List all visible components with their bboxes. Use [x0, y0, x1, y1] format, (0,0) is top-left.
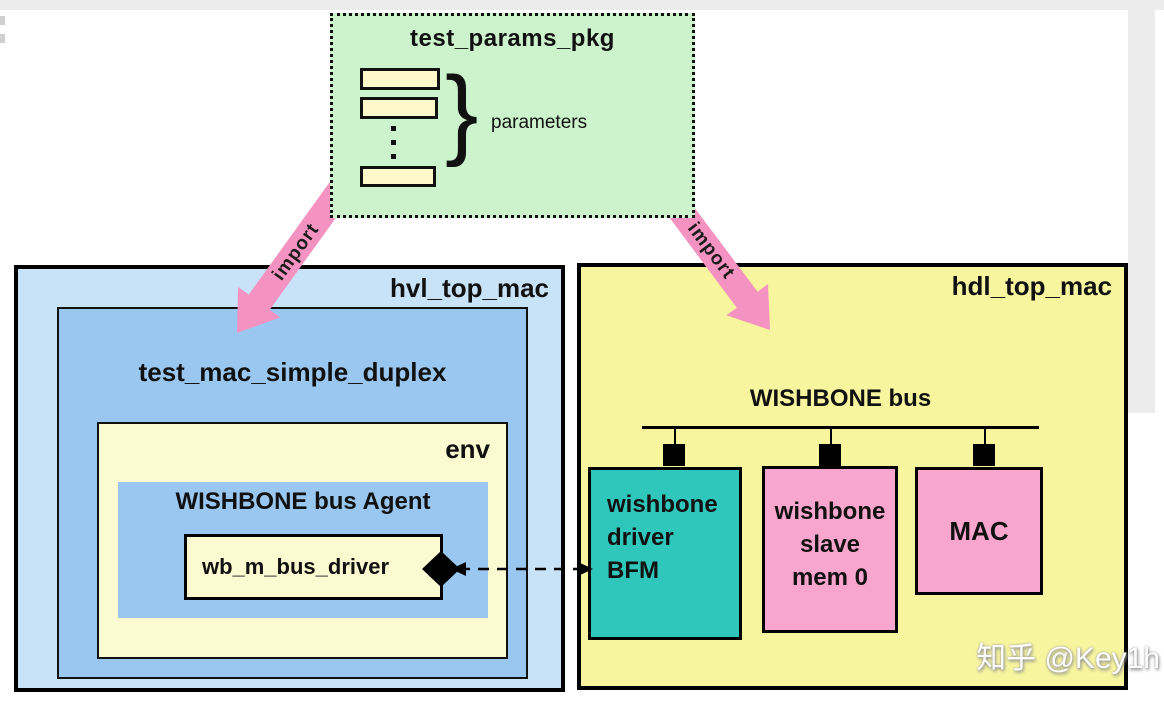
ellipsis-dot [391, 154, 396, 159]
test-params-pkg-title: test_params_pkg [410, 25, 615, 52]
test-params-pkg-box: test_params_pkg } parameters [330, 13, 695, 218]
component-label-line: mem 0 [791, 564, 869, 591]
bus-tap-square [973, 444, 995, 466]
page-margin-right [1128, 10, 1155, 413]
env-box: env WISHBONE bus Agent wb_m_bus_driver [97, 422, 508, 659]
parameter-slot [360, 68, 440, 90]
parameter-slot [360, 166, 436, 187]
grouping-brace: } [445, 56, 479, 168]
wishbone-driver-bfm-box: wishbone driver BFM [588, 467, 742, 640]
mac-box: MAC [915, 467, 1043, 595]
wishbone-bus-label: WISHBONE bus [749, 385, 932, 412]
bus-tap-square [819, 444, 841, 466]
page-margin-top [0, 0, 1164, 10]
ellipsis-dot [391, 126, 396, 131]
hvl-top-mac-title: hvl_top_mac [390, 273, 549, 303]
test-mac-simple-duplex-title: test_mac_simple_duplex [138, 357, 447, 387]
hdl-top-mac-module: hdl_top_mac WISHBONE bus wishbone driver… [577, 263, 1128, 690]
test-mac-simple-duplex-box: test_mac_simple_duplex env WISHBONE bus … [57, 307, 528, 679]
wb-m-bus-driver-box: wb_m_bus_driver [184, 534, 443, 600]
bus-tap-square [663, 444, 685, 466]
hvl-top-mac-module: hvl_top_mac test_mac_simple_duplex env W… [14, 265, 565, 692]
parameter-slot [360, 97, 438, 119]
hdl-top-mac-title: hdl_top_mac [951, 271, 1112, 301]
component-label-line: slave [799, 531, 861, 558]
watermark: 知乎 @Key1h [976, 642, 1160, 675]
wb-m-bus-driver-label: wb_m_bus_driver [201, 554, 390, 579]
component-label-line: MAC [949, 515, 1009, 546]
component-label-line: wishbone [607, 491, 718, 518]
env-title: env [445, 434, 490, 464]
parameters-label: parameters [491, 112, 588, 133]
wishbone-bus-line [642, 426, 1039, 429]
bus-stub [984, 426, 986, 446]
component-label-line: BFM [607, 557, 659, 584]
edge-artifact [0, 16, 5, 25]
component-label-line: wishbone [774, 498, 886, 525]
wishbone-slave-mem0-box: wishbone slave mem 0 [762, 466, 898, 633]
edge-artifact [0, 34, 5, 43]
wishbone-bus-agent-box: WISHBONE bus Agent wb_m_bus_driver [118, 482, 488, 618]
component-label-line: driver [607, 524, 674, 551]
wishbone-bus-agent-title: WISHBONE bus Agent [175, 488, 431, 515]
bus-stub [830, 426, 832, 446]
ellipsis-dot [391, 140, 396, 145]
bus-stub [674, 426, 676, 446]
